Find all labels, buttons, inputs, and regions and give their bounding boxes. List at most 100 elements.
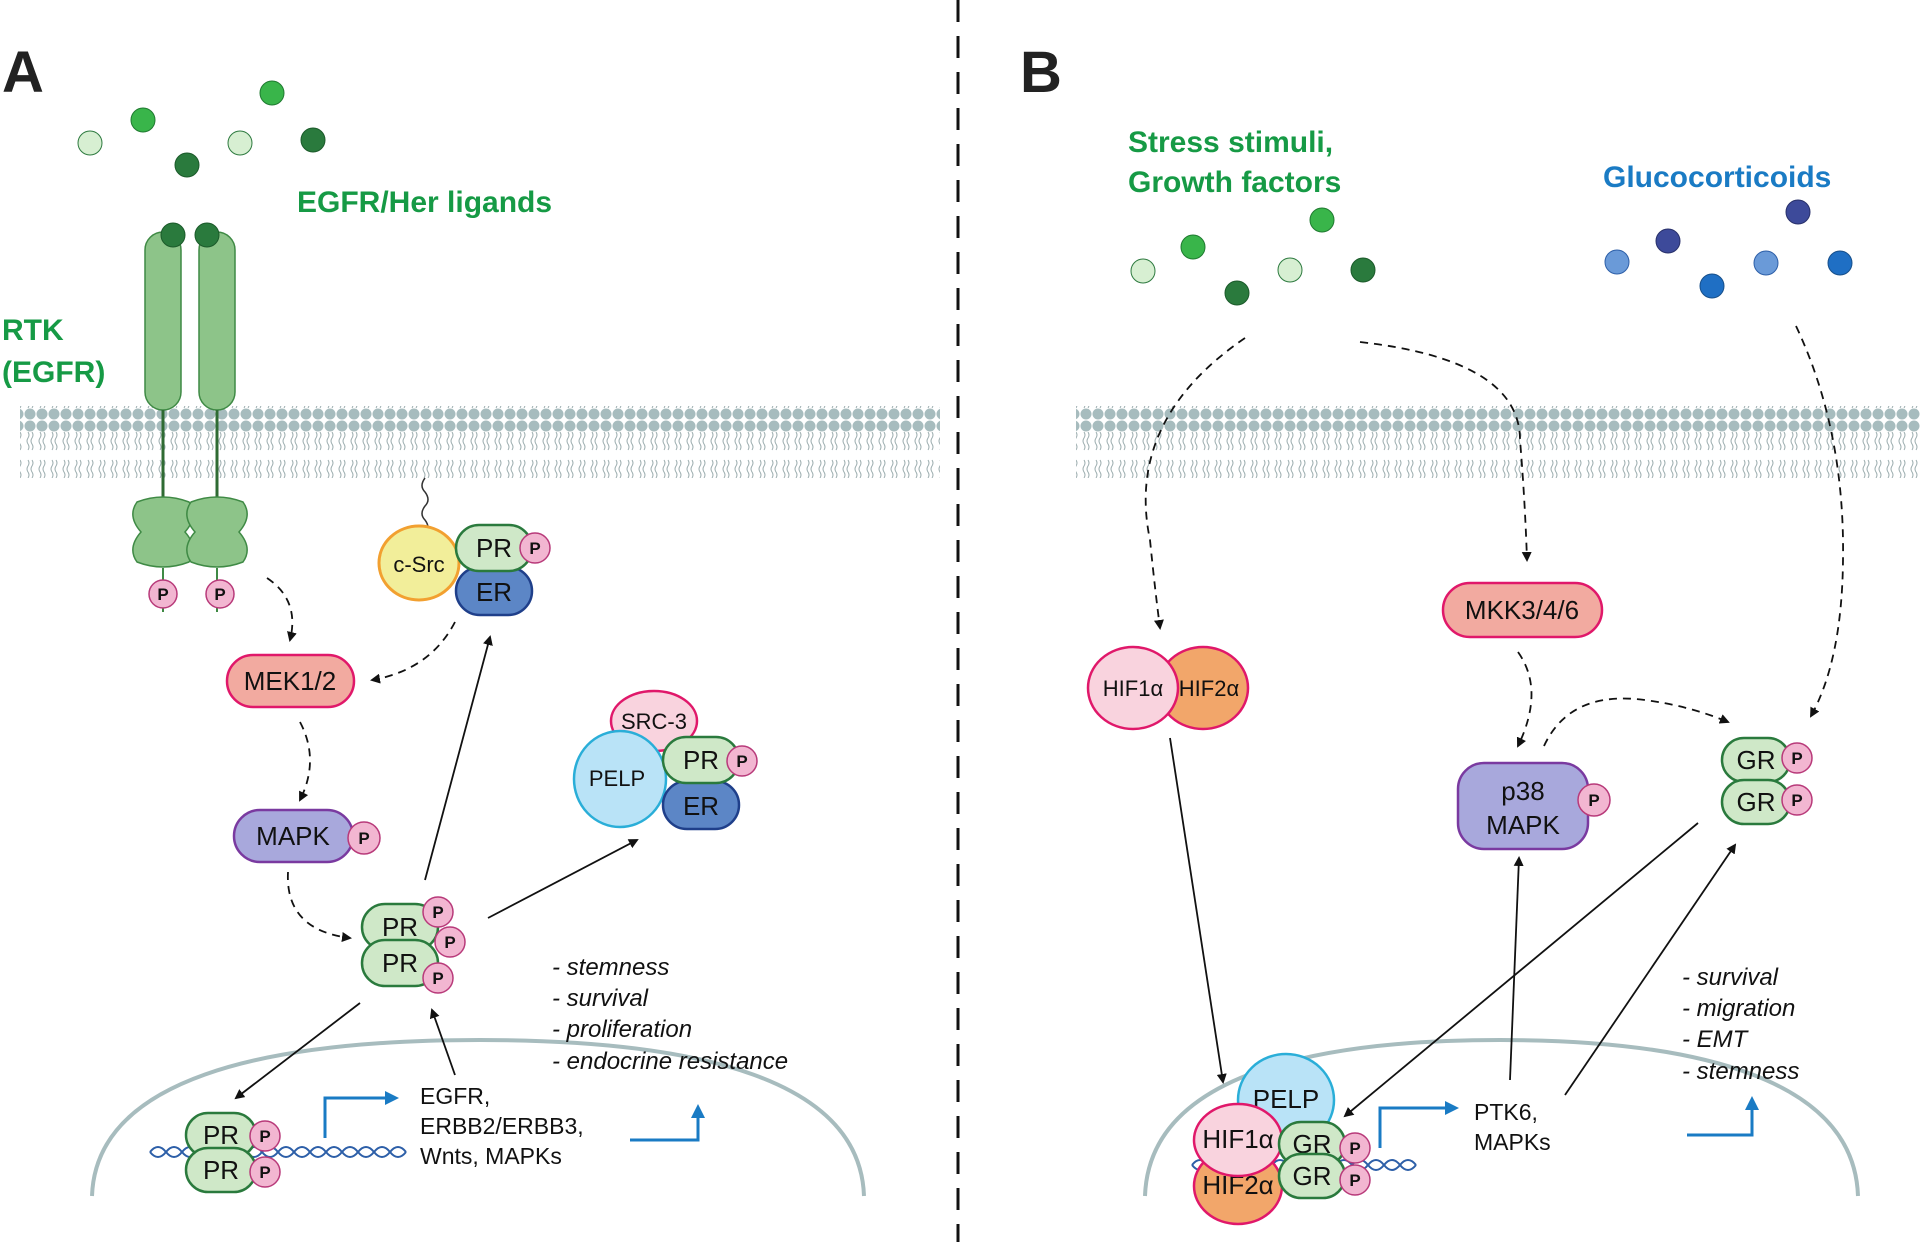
cell-membrane-a	[20, 406, 940, 478]
arrow-mek-to-mapk	[299, 721, 311, 802]
gr-dimer-bottom: GR	[1720, 778, 1792, 826]
nucleus-a	[90, 1037, 866, 1197]
panel-b-letter: B	[1020, 40, 1062, 105]
hif1-node-b1: HIF1α	[1086, 645, 1180, 731]
svg-text:MAPK: MAPK	[1486, 810, 1560, 840]
arrow-pr-to-src-complex	[424, 635, 493, 881]
arrow-genes-to-gr	[1564, 843, 1737, 1096]
dna-a	[149, 1146, 407, 1158]
arrow-src-to-mek	[370, 621, 456, 684]
pr-dimer-top: PR	[360, 902, 440, 952]
svg-text:HIF2α: HIF2α	[1179, 676, 1240, 701]
svg-text:PR: PR	[203, 1120, 239, 1150]
receptor-phospho-left: P	[148, 579, 178, 609]
arrow-hif-to-nucleus	[1169, 737, 1227, 1084]
gene-list-b-2: MAPKs	[1474, 1129, 1551, 1155]
gene-list-b-1: PTK6,	[1474, 1099, 1538, 1125]
gr-nuclear-bottom: GR	[1277, 1152, 1347, 1200]
svg-text:P: P	[1588, 791, 1599, 810]
egfr-receptor-dimer	[132, 222, 248, 612]
er-node-a1: ER	[454, 565, 534, 617]
p38-phospho: P	[1577, 783, 1611, 817]
effect-a-3: - proliferation	[552, 1016, 692, 1043]
glucocorticoid-ligands	[1604, 199, 1853, 299]
gr-nuclear-phospho-2: P	[1339, 1164, 1371, 1196]
svg-text:c-Src: c-Src	[393, 552, 444, 577]
arrow-pr-to-pelp-complex	[487, 839, 639, 919]
svg-text:MEK1/2: MEK1/2	[244, 666, 337, 696]
effect-a-4: - endocrine resistance	[552, 1048, 788, 1075]
svg-text:P: P	[736, 752, 747, 771]
csrc-node: c-Src	[377, 524, 461, 602]
svg-text:P: P	[358, 829, 369, 848]
arrow-stress-to-hif	[1144, 337, 1246, 630]
svg-text:P: P	[529, 539, 540, 558]
svg-text:PELP: PELP	[1253, 1084, 1320, 1114]
rtk-label: RTK	[2, 314, 64, 347]
transcription-arrow-b	[1378, 1101, 1459, 1148]
arrow-genes-to-p38	[1509, 856, 1524, 1081]
svg-text:PR: PR	[203, 1155, 239, 1185]
effect-b-2: - migration	[1682, 995, 1795, 1022]
svg-text:P: P	[1349, 1139, 1360, 1158]
er-node-a2: ER	[661, 779, 741, 831]
arrow-gr-to-nucleus	[1343, 822, 1699, 1118]
svg-text:PR: PR	[683, 745, 719, 775]
svg-text:P: P	[157, 585, 168, 604]
pr-phospho-a2: P	[726, 745, 758, 777]
svg-text:P: P	[444, 933, 455, 952]
mek-node: MEK1/2	[225, 653, 356, 709]
egfr-ligands-label: EGFR/Her ligands	[297, 186, 552, 219]
pr-node-a2: PR	[661, 735, 741, 785]
pelp-node-a: PELP	[572, 729, 668, 829]
arrow-mkk-to-p38	[1516, 651, 1533, 748]
effect-b-3: - EMT	[1682, 1026, 1750, 1053]
gr-nuclear-phospho-1: P	[1339, 1132, 1371, 1164]
mkk-node: MKK3/4/6	[1441, 581, 1604, 639]
svg-text:P: P	[432, 903, 443, 922]
panel-a-letter: A	[2, 40, 44, 105]
svg-text:GR: GR	[1737, 745, 1776, 775]
pr-dna-bottom: PR	[184, 1146, 258, 1194]
svg-text:GR: GR	[1293, 1161, 1332, 1191]
arrow-gluco-to-gr	[1795, 325, 1844, 718]
gene-list-a-3: Wnts, MAPKs	[420, 1143, 562, 1169]
pr-dimer-phospho-3: P	[422, 962, 454, 994]
pr-dimer-phospho-2: P	[434, 926, 466, 958]
effect-a-2: - survival	[552, 985, 649, 1012]
svg-text:P: P	[214, 585, 225, 604]
p38-mapk-node: p38 MAPK	[1456, 761, 1590, 851]
growth-factors-label: Growth factors	[1128, 166, 1341, 199]
effect-b-1: - survival	[1682, 964, 1779, 991]
svg-text:P: P	[432, 969, 443, 988]
svg-text:PR: PR	[382, 948, 418, 978]
arrow-genes-to-pr	[429, 1008, 456, 1076]
mapk-node-a: MAPK	[232, 808, 355, 864]
svg-text:GR: GR	[1737, 787, 1776, 817]
nucleus-b	[1143, 1037, 1860, 1197]
effect-b-4: - stemness	[1682, 1058, 1799, 1085]
pr-dimer-bottom: PR	[360, 938, 440, 988]
stress-stimuli-label: Stress stimuli,	[1128, 126, 1333, 159]
stress-ligands	[1130, 207, 1376, 306]
svg-text:ER: ER	[683, 791, 719, 821]
arrow-stress-to-mkk	[1359, 341, 1532, 562]
svg-text:ER: ER	[476, 577, 512, 607]
effect-arrow-b	[1687, 1096, 1759, 1137]
svg-text:HIF1α: HIF1α	[1202, 1124, 1273, 1154]
pr-dimer-phospho-1: P	[422, 896, 454, 928]
pr-dna-phospho-1: P	[249, 1120, 281, 1152]
svg-text:P: P	[1349, 1171, 1360, 1190]
rtk-egfr-label: (EGFR)	[2, 356, 105, 389]
svg-text:P: P	[259, 1163, 270, 1182]
pr-dna-phospho-2: P	[249, 1156, 281, 1188]
panel-b: B Stress stimuli, Growth factors Glucoco…	[1020, 40, 1920, 1226]
svg-text:MAPK: MAPK	[256, 821, 330, 851]
hif1-node-b2: HIF1α	[1192, 1102, 1284, 1178]
glucocorticoids-label: Glucocorticoids	[1603, 161, 1831, 194]
svg-text:SRC-3: SRC-3	[621, 709, 687, 734]
effect-a-1: - stemness	[552, 954, 669, 981]
svg-text:PR: PR	[382, 912, 418, 942]
effect-arrow-a	[630, 1104, 705, 1142]
